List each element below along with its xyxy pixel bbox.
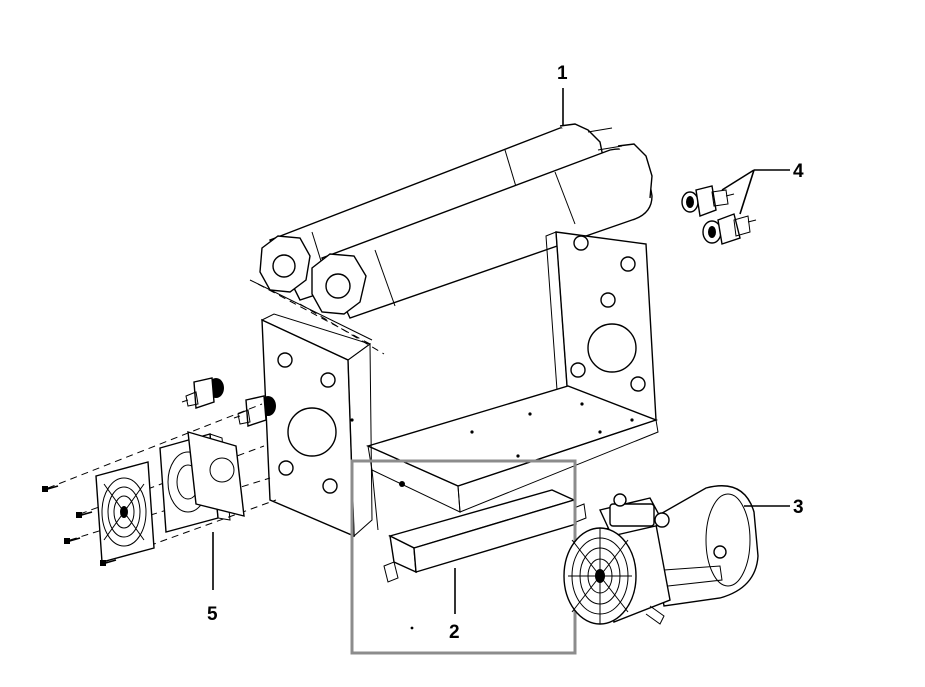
- callout-5: 5: [207, 604, 218, 625]
- left-connectors: [181, 377, 276, 427]
- part-1-cylinders: [259, 88, 653, 319]
- part-5-fan-assembly: [42, 403, 277, 590]
- callout-3: 3: [793, 497, 804, 518]
- part-4-connectors: [681, 169, 790, 245]
- callout-1: 1: [557, 63, 568, 84]
- part-3-motor-blower: [563, 485, 790, 625]
- callout-4: 4: [793, 161, 804, 182]
- part-2-channel-bracket: [350, 459, 587, 655]
- callout-2: 2: [449, 622, 460, 643]
